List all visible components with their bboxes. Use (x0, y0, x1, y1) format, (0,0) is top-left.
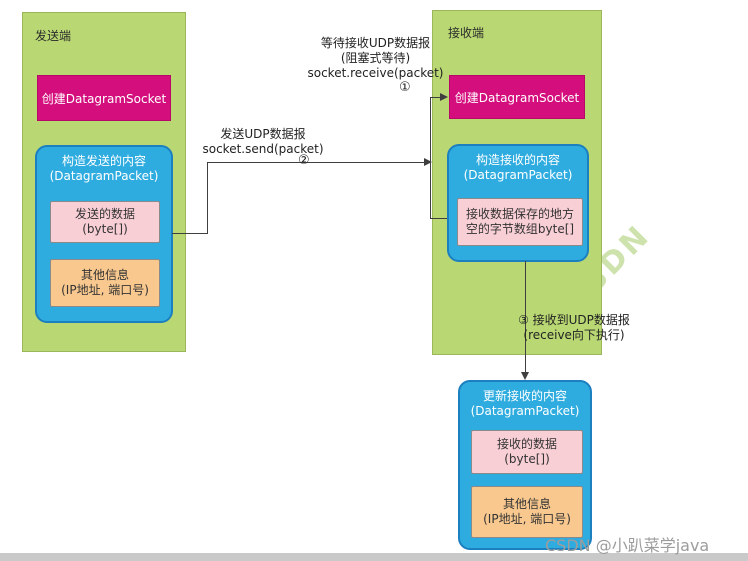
send-arrow-segment (207, 162, 208, 234)
received-annotation-line2: (receive向下执行) (523, 328, 625, 342)
updated-info-line2: (IP地址, 端口号) (483, 512, 571, 526)
receive-annotation: 等待接收UDP数据报 (阻塞式等待) socket.receive(packet… (303, 36, 448, 81)
sender-panel-title: 发送端 (35, 29, 72, 43)
sender-info-node: 其他信息 (IP地址, 端口号) (50, 259, 160, 307)
csdn-credit-watermark: CSDN @小趴菜学java (545, 536, 710, 555)
receiver-packet-title-line1: 构造接收的内容 (475, 153, 560, 167)
receiver-create-socket-node: 创建DatagramSocket (449, 75, 585, 119)
receiver-packet-title-line2: (DatagramPacket) (463, 168, 573, 182)
updated-info-line1: 其他信息 (502, 497, 551, 511)
receiver-packet-title: 构造接收的内容 (DatagramPacket) (449, 146, 587, 183)
send-arrow-segment (207, 162, 425, 163)
bottom-border (0, 553, 748, 561)
sender-data-node: 发送的数据 (byte[]) (50, 201, 160, 243)
step-number-1: ① (399, 80, 411, 95)
sender-info-line2: (IP地址, 端口号) (61, 283, 149, 297)
send-annotation-line1: 发送UDP数据报 (220, 127, 306, 141)
sender-packet-title: 构造发送的内容 (DatagramPacket) (37, 147, 171, 184)
receive-arrow-segment (430, 218, 447, 219)
sender-data-line2: (byte[]) (82, 222, 128, 236)
receive-arrowhead-icon (440, 93, 448, 101)
receive-arrow-segment (430, 97, 441, 98)
sender-packet-node: 构造发送的内容 (DatagramPacket) 发送的数据 (byte[]) … (35, 145, 173, 323)
updated-info-node: 其他信息 (IP地址, 端口号) (471, 486, 583, 538)
sender-packet-title-line2: (DatagramPacket) (49, 169, 159, 183)
sender-panel: 发送端 创建DatagramSocket 构造发送的内容 (DatagramPa… (22, 12, 186, 352)
updated-packet-title: 更新接收的内容 (DatagramPacket) (460, 382, 590, 419)
send-annotation: 发送UDP数据报 socket.send(packet) (198, 127, 328, 157)
sender-info-line1: 其他信息 (80, 268, 129, 282)
sender-create-socket-node: 创建DatagramSocket (37, 75, 171, 121)
sender-data-line1: 发送的数据 (74, 207, 135, 221)
updated-packet-title-line2: (DatagramPacket) (470, 404, 580, 418)
receiver-buffer-node: 接收数据保存的地方 空的字节数组byte[] (457, 198, 583, 246)
down-arrow-segment (525, 261, 526, 373)
updated-data-line1: 接收的数据 (496, 437, 557, 451)
receive-annotation-line2: (阻塞式等待) (340, 51, 411, 65)
receive-arrow-segment (430, 97, 431, 219)
receiver-panel: 接收端 创建DatagramSocket 构造接收的内容 (DatagramPa… (432, 10, 602, 355)
step-number-2: ② (298, 153, 310, 168)
send-arrowhead-icon (424, 158, 432, 166)
receive-annotation-line1: 等待接收UDP数据报 (320, 36, 431, 50)
updated-packet-title-line1: 更新接收的内容 (482, 389, 567, 403)
sender-packet-title-line1: 构造发送的内容 (61, 154, 146, 168)
down-arrowhead-icon (521, 372, 529, 380)
send-arrow-segment (172, 233, 208, 234)
receive-annotation-line3: socket.receive(packet) (307, 66, 444, 80)
receiver-packet-node: 构造接收的内容 (DatagramPacket) 接收数据保存的地方 空的字节数… (447, 144, 589, 262)
receiver-panel-title: 接收端 (448, 26, 485, 40)
updated-data-node: 接收的数据 (byte[]) (471, 430, 583, 474)
updated-packet-node: 更新接收的内容 (DatagramPacket) 接收的数据 (byte[]) … (458, 380, 592, 550)
received-annotation: ③ 接收到UDP数据报 (receive向下执行) (503, 313, 645, 343)
received-annotation-line1: ③ 接收到UDP数据报 (518, 313, 630, 327)
send-annotation-line2: socket.send(packet) (202, 142, 324, 156)
updated-data-line2: (byte[]) (504, 452, 550, 466)
receiver-buffer-line1: 接收数据保存的地方 (465, 207, 574, 221)
receiver-buffer-line2: 空的字节数组byte[] (465, 222, 575, 236)
